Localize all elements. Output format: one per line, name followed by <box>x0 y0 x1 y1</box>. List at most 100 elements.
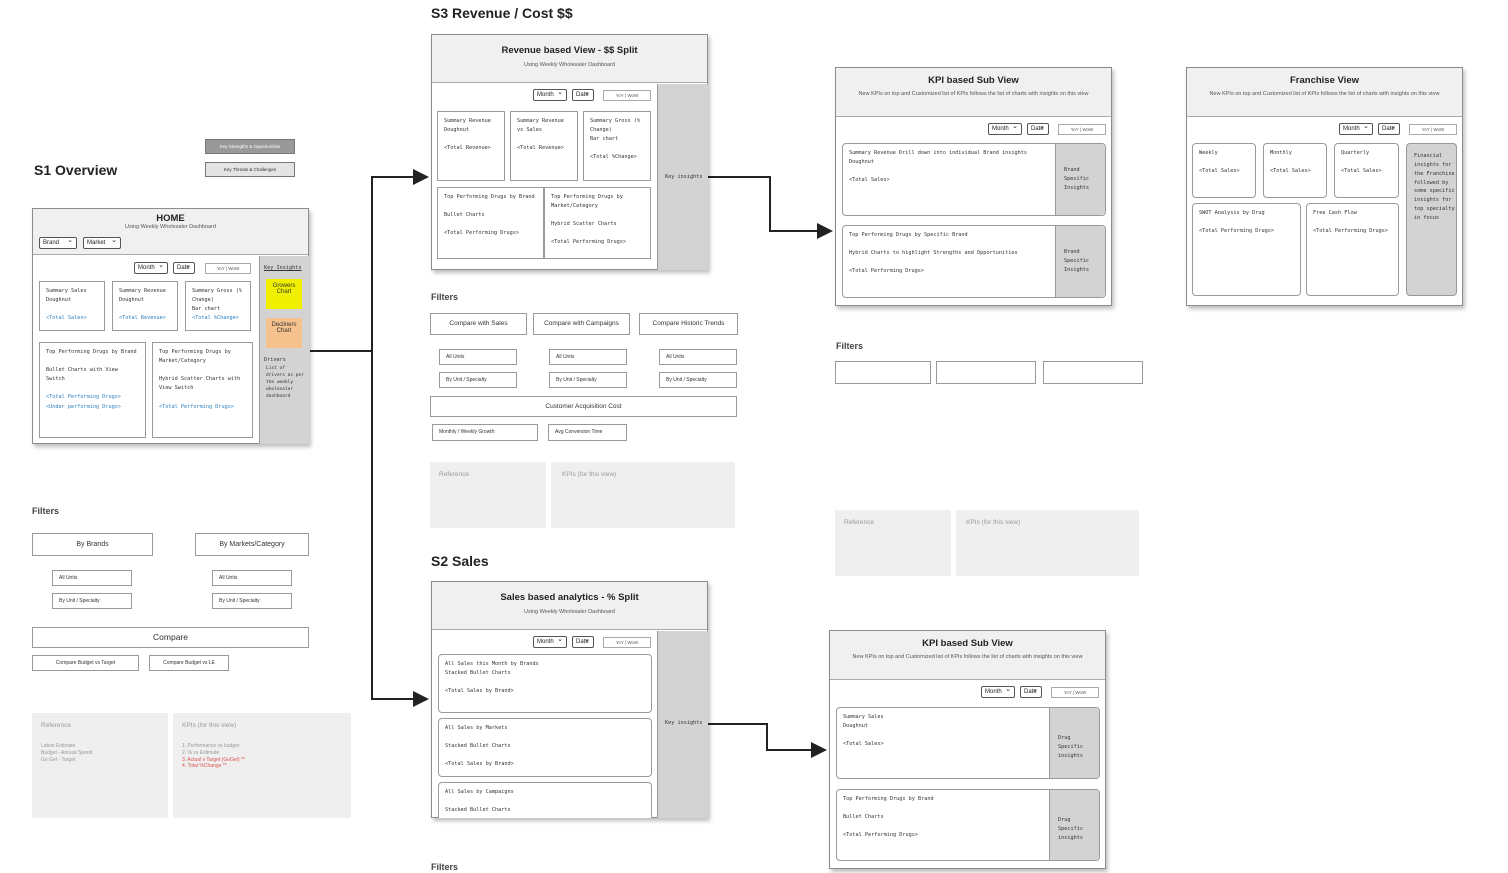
month-dropdown[interactable]: Month <box>134 261 168 274</box>
s1-reference-panel: Reference Latest Estimate Budget - Annua… <box>32 713 168 818</box>
revenue-key-insights-label: Key insights <box>665 174 703 180</box>
franchise-monthly-box: Monthly <Total Sales> <box>1263 143 1327 198</box>
kpi-top-subtitle: New KPIs on top and Customized list of K… <box>858 91 1089 97</box>
home-frame: HOME Using Weekly Wholesaler Dashboard B… <box>32 208 309 444</box>
franchise-subtitle: New KPIs on top and Customized list of K… <box>1209 91 1440 97</box>
sales-month-dropdown[interactable]: Month <box>533 635 567 648</box>
growers-chart: Growers Chart <box>266 279 302 309</box>
kpi-bottom-date-dropdown[interactable]: Date <box>1020 685 1042 698</box>
kpi-top-date-dropdown[interactable]: Date <box>1027 122 1049 135</box>
franchise-swot-box: SWOT Analysis by Drug <Total Performing … <box>1192 203 1301 296</box>
revenue-top-brand-box: Top Performing Drugs by Brand Bullet Cha… <box>437 187 544 259</box>
kpi-top-month-dropdown[interactable]: Month <box>988 122 1022 135</box>
market-dropdown[interactable]: Market <box>83 236 121 249</box>
s3-all-units-3[interactable]: All Units <box>659 349 737 365</box>
legend-strengths: Key Strengths & Opportunities <box>205 139 295 154</box>
s2-filters-label: Filters <box>431 862 459 872</box>
franchise-insights-panel: Financial insights for the Franchise fol… <box>1406 143 1457 296</box>
brands-all-units[interactable]: All Units <box>52 570 132 586</box>
customer-acquisition-cost[interactable]: Customer Acquisition Cost <box>430 396 737 417</box>
compare-budget-target[interactable]: Compare Budget vs Target <box>32 655 139 671</box>
kpi-top-yoy-toggle[interactable]: YoY | WoW <box>1058 124 1106 135</box>
summary-gross-box: Summary Gross (%Change)Bar chart <Total … <box>185 281 251 331</box>
franchise-quarterly-box: Quarterly <Total Sales> <box>1334 143 1399 198</box>
kpi-bottom-insights-2: Drug Specific insights <box>1049 790 1099 860</box>
kpi-bottom-yoy-toggle[interactable]: YoY | WoW <box>1051 687 1099 698</box>
drivers-label: Drivers <box>264 357 286 363</box>
kpi-bottom-subtitle: New KPIs on top and Customized list of K… <box>852 654 1083 660</box>
kpi-filter-slot-1[interactable] <box>835 361 931 384</box>
sales-title: Sales based analytics - % Split <box>500 592 639 603</box>
franchise-date-dropdown[interactable]: Date <box>1378 122 1400 135</box>
kpi-bottom-insights-1: Drug Specific insights <box>1049 708 1099 778</box>
revenue-subtitle: Using Weekly Wholesaler Dashboard <box>524 62 615 68</box>
s1-kpis-panel: KPIs (for this view) 1. Performance vs b… <box>173 713 351 818</box>
section-title-s3: S3 Revenue / Cost $$ <box>431 5 573 21</box>
sales-by-markets-box: All Sales by Markets Stacked Bullet Char… <box>438 718 652 777</box>
kpi-kpis-panel: KPIs (for this view) <box>956 510 1139 576</box>
brands-by-unit[interactable]: By Unit / Specialty <box>52 593 132 609</box>
compare-with-campaigns[interactable]: Compare with Campaigns <box>533 313 630 335</box>
s3-filters-label: Filters <box>431 292 459 302</box>
key-insights-label: Key Insights <box>264 265 302 271</box>
by-markets-filter[interactable]: By Markets/Category <box>195 533 309 556</box>
legend-threats: Key Threats & Challenges <box>205 162 295 177</box>
arrow-home-to-revenue <box>310 169 429 352</box>
kpi-sub-view-top: KPI based Sub View New KPIs on top and C… <box>835 67 1112 306</box>
avg-conversion-time[interactable]: Avg Conversion Time <box>548 424 627 441</box>
sales-subtitle: Using Weekly Wholesaler Dashboard <box>524 609 615 615</box>
brand-dropdown[interactable]: Brand <box>39 236 77 249</box>
franchise-weekly-box: Weekly <Total Sales> <box>1192 143 1256 198</box>
markets-all-units[interactable]: All Units <box>212 570 292 586</box>
s1-filters-label: Filters <box>32 506 60 516</box>
kpi-reference-panel: Reference <box>835 510 951 576</box>
s3-by-unit-3[interactable]: By Unit / Specialty <box>659 372 737 388</box>
compare-button[interactable]: Compare <box>32 627 309 648</box>
kpi-filter-slot-2[interactable] <box>936 361 1036 384</box>
kpi-top-insights-1: Brand Specific Insights <box>1055 144 1105 215</box>
by-brands-filter[interactable]: By Brands <box>32 533 153 556</box>
s3-by-unit-1[interactable]: By Unit / Specialty <box>439 372 517 388</box>
kpi-top-filters-label: Filters <box>836 341 864 351</box>
s3-reference-panel: Reference <box>430 462 546 528</box>
revenue-month-dropdown[interactable]: Month <box>533 88 567 101</box>
section-title-s1: S1 Overview <box>34 162 118 178</box>
sales-date-dropdown[interactable]: Date <box>572 635 594 648</box>
sales-key-insights-label: Key insights <box>665 720 703 726</box>
compare-budget-le[interactable]: Compare Budget vs LE <box>149 655 229 671</box>
section-title-s2: S2 Sales <box>431 553 489 569</box>
compare-with-sales[interactable]: Compare with Sales <box>430 313 527 335</box>
franchise-yoy-toggle[interactable]: YoY | WoW <box>1409 124 1457 135</box>
revenue-yoy-toggle[interactable]: YoY | WoW <box>603 90 651 101</box>
kpi-top-title: KPI based Sub View <box>928 75 1019 86</box>
markets-by-unit[interactable]: By Unit / Specialty <box>212 593 292 609</box>
s3-all-units-1[interactable]: All Units <box>439 349 517 365</box>
monthly-weekly-growth[interactable]: Monthly / Weekly Growth <box>432 424 538 441</box>
kpi-bottom-month-dropdown[interactable]: Month <box>981 685 1015 698</box>
kpi-filter-slot-3[interactable] <box>1043 361 1143 384</box>
top-drugs-brand-box: Top Performing Drugs by Brand Bullet Cha… <box>39 342 146 438</box>
s3-by-unit-2[interactable]: By Unit / Specialty <box>549 372 627 388</box>
s3-all-units-2[interactable]: All Units <box>549 349 627 365</box>
kpi-top-insights-2: Brand Specific Insights <box>1055 226 1105 297</box>
franchise-month-dropdown[interactable]: Month <box>1339 122 1373 135</box>
kpi-bottom-title: KPI based Sub View <box>922 638 1013 649</box>
yoy-wow-toggle[interactable]: YoY | WoW <box>205 263 251 274</box>
franchise-title: Franchise View <box>1290 75 1359 86</box>
sales-yoy-toggle[interactable]: YoY | WoW <box>603 637 651 648</box>
home-title: HOME <box>156 213 185 224</box>
revenue-date-dropdown[interactable]: Date <box>572 88 594 101</box>
revenue-insights-panel: Key insights <box>657 84 708 270</box>
sales-view-frame: Sales based analytics - % Split Using We… <box>431 581 708 818</box>
revenue-title: Revenue based View - $$ Split <box>501 45 638 56</box>
compare-historic-trends[interactable]: Compare Historic Trends <box>639 313 738 335</box>
s3-kpis-panel: KPIs (for this view) <box>551 462 735 528</box>
arrow-home-to-sales <box>371 351 429 707</box>
date-dropdown[interactable]: Date <box>173 261 195 274</box>
